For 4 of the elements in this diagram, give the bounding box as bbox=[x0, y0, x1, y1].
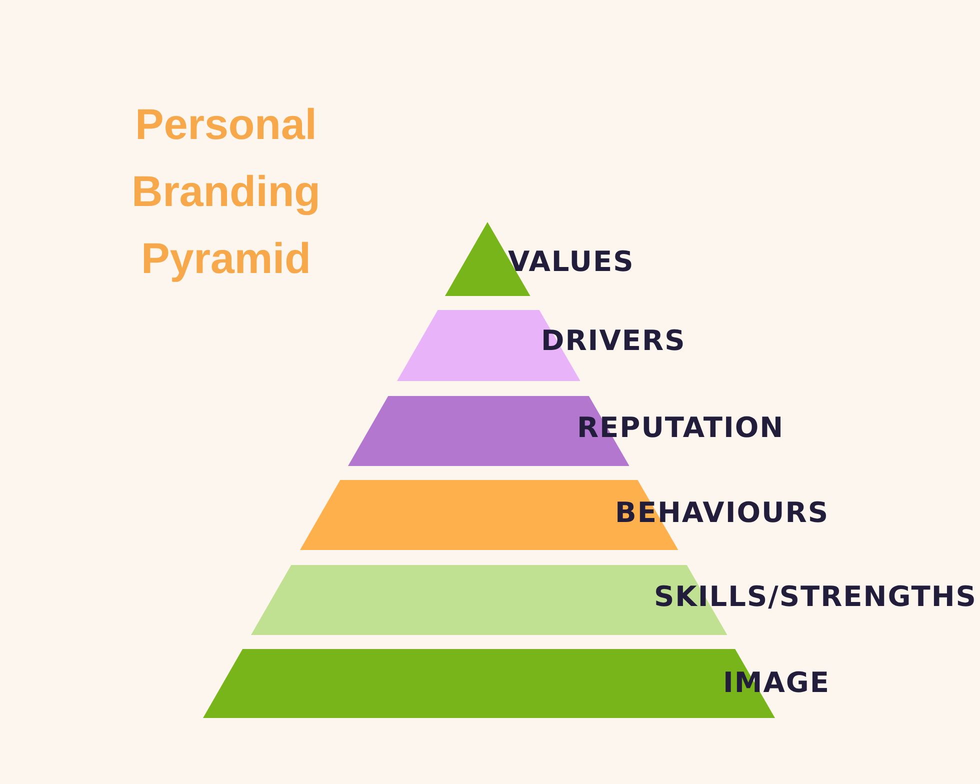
tier-label: DRIVERS bbox=[540, 325, 686, 357]
tier-label: SKILLS/STRENGTHS bbox=[654, 581, 977, 613]
tier-label: VALUES bbox=[508, 246, 634, 278]
title: Personal Branding Pyramid bbox=[130, 100, 322, 285]
